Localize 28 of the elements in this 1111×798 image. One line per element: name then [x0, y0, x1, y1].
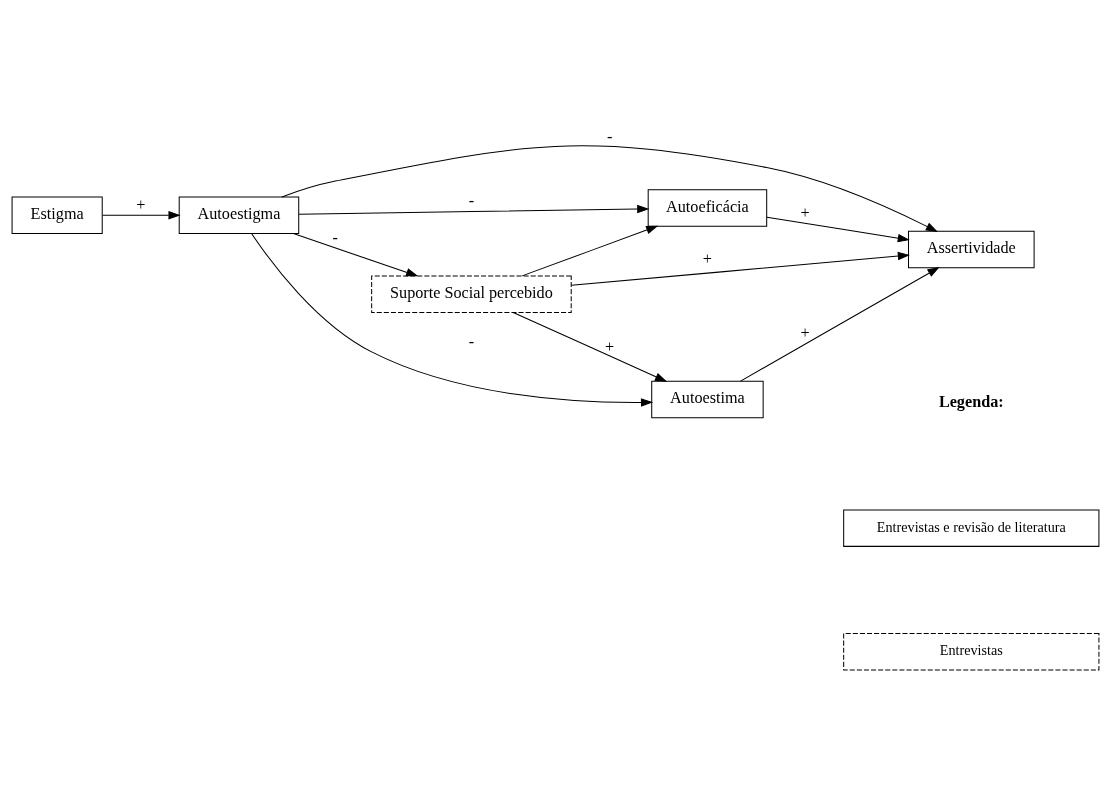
edge-label: - [332, 228, 338, 247]
arrow [102, 210, 181, 219]
node-box: Autoeficácia [647, 188, 768, 227]
arrow [251, 232, 654, 407]
edge-label: + [136, 195, 146, 214]
edge-label: + [800, 203, 810, 222]
arrow [740, 266, 940, 382]
arrow [570, 251, 910, 286]
edge-label: + [702, 249, 713, 268]
node-box: Autoestima [651, 380, 764, 418]
edge-label: + [800, 323, 810, 342]
arrow [521, 225, 659, 276]
edge-label: - [468, 332, 475, 351]
node-box: Suporte Social percebido [371, 274, 572, 313]
arrow [292, 232, 419, 276]
node-box: Estigma [11, 195, 103, 234]
arrow [512, 311, 668, 382]
node-box: Autoestigma [178, 195, 300, 234]
legend-label: Entrevistas [939, 641, 1003, 658]
label: Legenda: [938, 392, 1004, 411]
arrow [298, 204, 650, 215]
arrow [281, 144, 938, 232]
edge-label: + [605, 337, 615, 356]
edge-label: - [468, 191, 475, 210]
node-box: Assertividade [908, 230, 1035, 268]
legend-label: Entrevistas e revisão de literatura [876, 518, 1066, 535]
arrow [766, 216, 910, 242]
edge-label: - [607, 127, 613, 146]
